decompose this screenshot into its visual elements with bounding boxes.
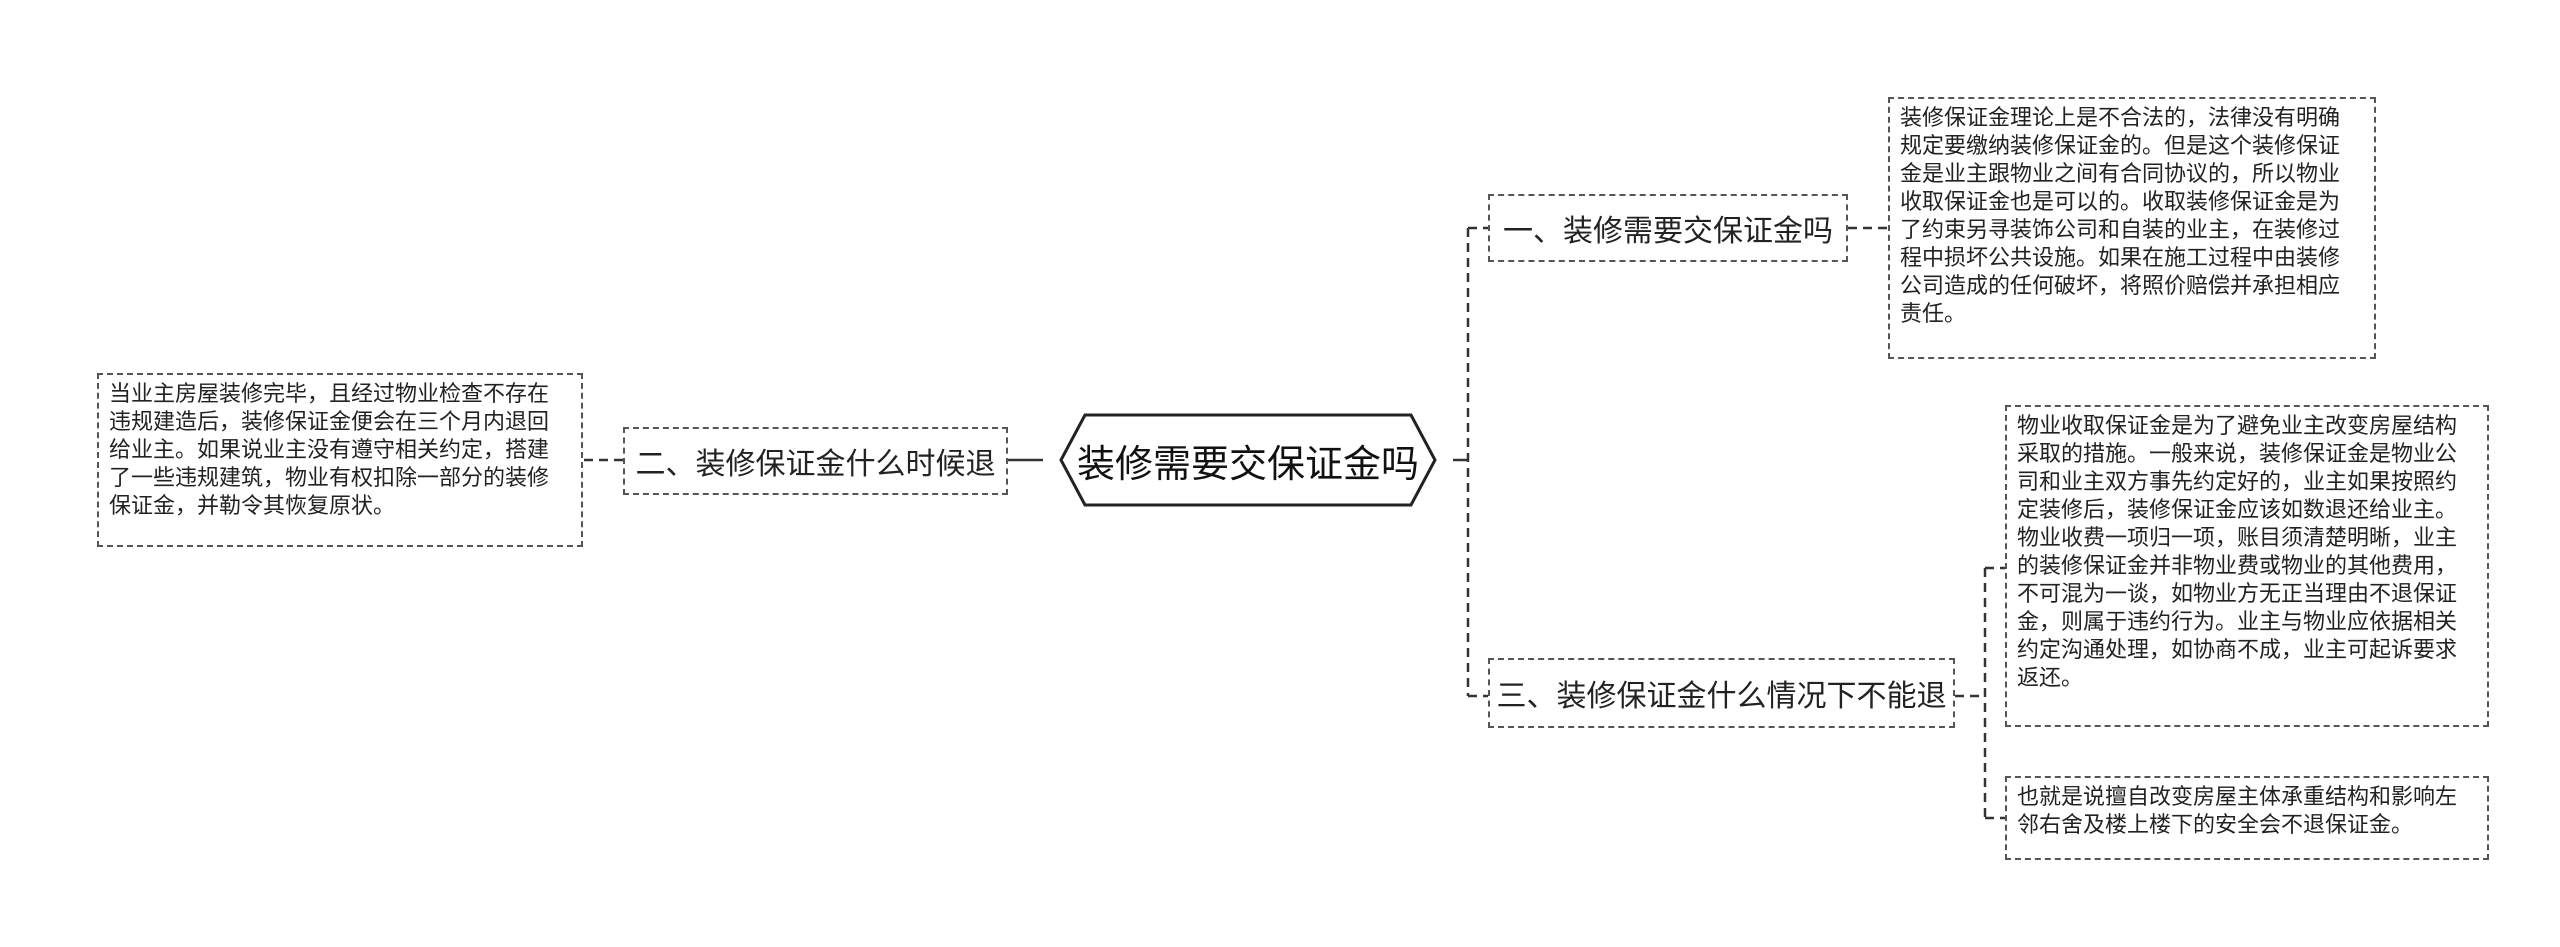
- detail-note-2: 当业主房屋装修完毕，且经过物业检查不存在 违规建造后，装修保证金便会在三个月内退…: [97, 373, 583, 547]
- branch-topic-2: 二、装修保证金什么时候退: [623, 427, 1008, 495]
- detail-note-1: 装修保证金理论上是不合法的，法律没有明确 规定要缴纳装修保证金的。但是这个装修保…: [1888, 97, 2376, 359]
- root-hexagon-shape: [1059, 413, 1437, 507]
- root-topic: 装修需要交保证金吗: [1043, 412, 1453, 508]
- branch-topic-3: 三、装修保证金什么情况下不能退: [1488, 658, 1955, 728]
- root-title: 装修需要交保证金吗: [1076, 441, 1419, 486]
- branch-title-2: 二、装修保证金什么时候退: [635, 447, 996, 482]
- branch-title-1: 一、装修需要交保证金吗: [1503, 214, 1833, 249]
- detail-note-3a: 物业收取保证金是为了避免业主改变房屋结构 采取的措施。一般来说，装修保证金是物业…: [2005, 405, 2489, 727]
- branch-topic-1: 一、装修需要交保证金吗: [1488, 194, 1848, 262]
- branch-title-3: 三、装修保证金什么情况下不能退: [1496, 679, 1947, 714]
- detail-note-3b: 也就是说擅自改变房屋主体承重结构和影响左 邻右舍及楼上楼下的安全会不退保证金。: [2005, 776, 2489, 860]
